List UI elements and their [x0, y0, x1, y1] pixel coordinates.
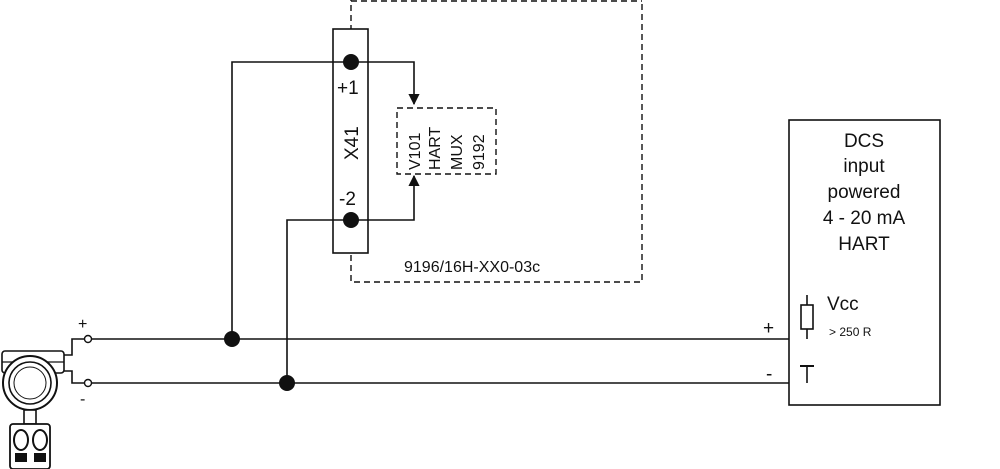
transmitter-lead-plus	[62, 338, 84, 356]
transmitter-terminal-plus	[83, 334, 93, 344]
wire-pin2-to-loop	[286, 219, 351, 383]
dcs-plus-label: +	[763, 318, 774, 339]
dcs-line-4: 4 - 20 mA	[823, 208, 906, 229]
hart-mux-box	[396, 107, 497, 175]
terminal-pin-2-label: -2	[339, 189, 356, 210]
dcs-minus-label: -	[766, 364, 772, 385]
hart-mux-line-2: HART	[427, 127, 444, 170]
transmitter-lead-minus	[62, 370, 84, 384]
terminal-dot-2	[343, 212, 359, 228]
wire-pin1-to-loop	[231, 61, 351, 339]
terminal-strip-x41	[332, 28, 369, 254]
terminal-dot-1	[343, 54, 359, 70]
hart-mux-line-4: 9192	[471, 134, 488, 170]
wire-pin2-to-mux	[351, 174, 420, 221]
terminal-strip-label: X41	[342, 126, 363, 160]
hart-mux-line-1: V101	[407, 133, 424, 170]
transmitter-plus-label: +	[78, 316, 87, 333]
wire-pin1-to-mux	[351, 61, 420, 106]
transmitter-minus-label: -	[80, 391, 85, 408]
resistor-value-label: > 250 R	[829, 325, 872, 339]
hart-mux-line-3: MUX	[449, 134, 466, 170]
vcc-label: Vcc	[827, 294, 859, 315]
resistor-symbol	[800, 304, 814, 330]
dcs-box	[788, 119, 941, 406]
junction-dot-minus	[279, 375, 295, 391]
module-label: 9196/16H-XX0-03c	[404, 259, 540, 276]
dcs-line-1: DCS	[844, 131, 884, 152]
dcs-line-3: powered	[828, 182, 901, 203]
junction-dot-plus	[224, 331, 240, 347]
transmitter-terminal-minus	[83, 378, 93, 388]
terminal-pin-1-label: +1	[337, 78, 359, 99]
dcs-line-2: input	[843, 156, 885, 177]
dcs-line-5: HART	[838, 234, 890, 255]
pressure-transmitter-icon	[1, 350, 65, 469]
